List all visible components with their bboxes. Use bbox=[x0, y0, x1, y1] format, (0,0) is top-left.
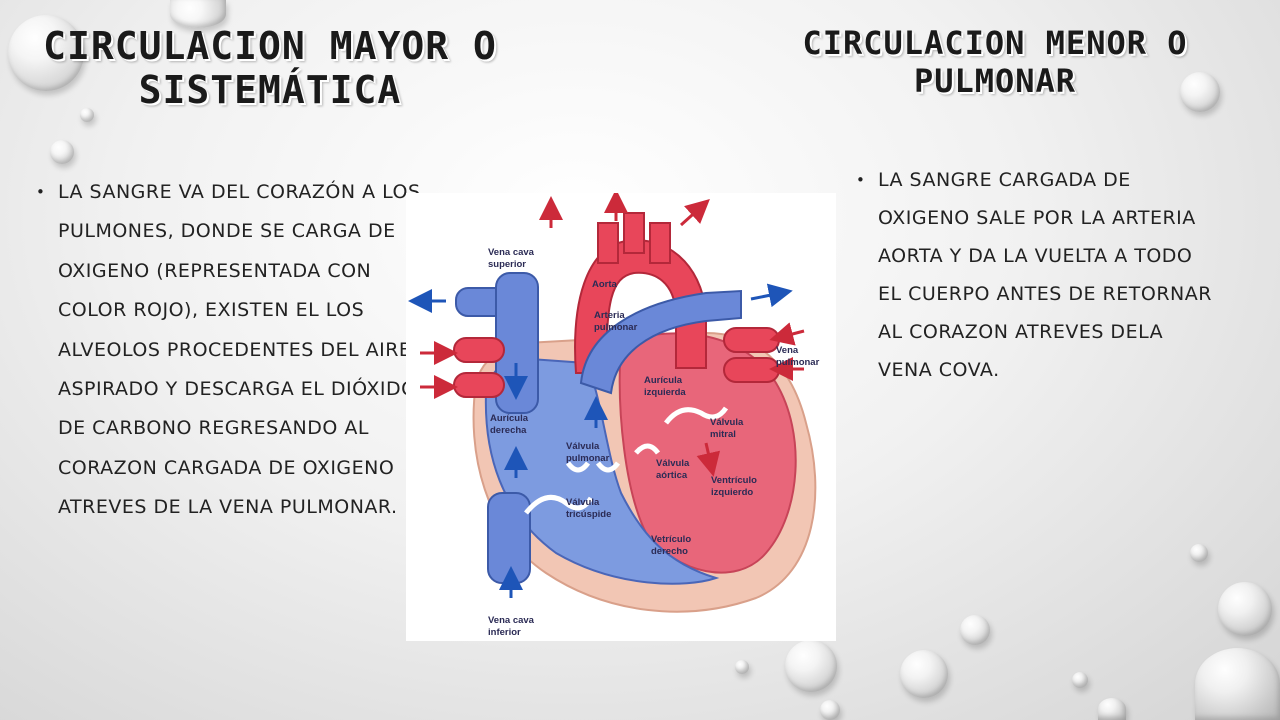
label-arteria-pulmonar: Arteria bbox=[594, 310, 625, 321]
water-drop-decoration bbox=[900, 650, 948, 698]
water-drop-decoration bbox=[1218, 582, 1272, 636]
water-drop-decoration bbox=[735, 660, 749, 674]
title-circulacion-menor: CIRCULACION MENOR O PULMONAR bbox=[802, 24, 1188, 100]
label-auricula-izquierda: Aurícula bbox=[644, 375, 683, 386]
label-valvula-mitral: mitral bbox=[710, 429, 736, 440]
water-drop-decoration bbox=[960, 615, 990, 645]
valve-tricuspide bbox=[524, 494, 594, 515]
label-valvula-aortica: aórtica bbox=[656, 470, 688, 481]
label-valvula-mitral: Válvula bbox=[710, 417, 744, 428]
aorta-branch bbox=[649, 222, 671, 264]
arrow-icon bbox=[769, 322, 805, 346]
water-drop-decoration bbox=[785, 640, 837, 692]
water-drop-decoration bbox=[50, 140, 74, 164]
bullet-text-circulacion-menor: • LA SANGRE CARGADA DE OXIGENO SALE POR … bbox=[856, 161, 1218, 389]
arrow-icon bbox=[696, 442, 721, 477]
label-arteria-pulmonar: pulmonar bbox=[594, 322, 638, 333]
label-auricula-izquierda: izquierda bbox=[644, 387, 686, 398]
heart-diagram-svg: Vena cava superior Aorta Arteria pulmona… bbox=[408, 193, 820, 638]
heart-diagram: Vena cava superior Aorta Arteria pulmona… bbox=[406, 193, 836, 641]
pulmonary-vein-left bbox=[453, 372, 505, 398]
label-auricula-derecha: Aurícula bbox=[490, 413, 529, 424]
label-vena-cava-inferior: inferior bbox=[488, 627, 521, 638]
label-ventriculo-derecho: Vetrículo bbox=[651, 534, 691, 545]
pulmonary-vein-left bbox=[453, 337, 505, 363]
valve-pulmonar bbox=[565, 461, 621, 473]
arrow-icon bbox=[750, 283, 793, 308]
pulmonary-vein-right bbox=[723, 357, 780, 383]
bullet-icon: • bbox=[856, 171, 866, 189]
water-drop-decoration bbox=[1190, 544, 1208, 562]
bullet-icon: • bbox=[36, 183, 46, 201]
valve-mitral bbox=[664, 406, 729, 425]
valve-aortica bbox=[634, 443, 661, 455]
pulmonary-artery bbox=[579, 289, 742, 395]
label-ventriculo-izquierdo: Ventrículo bbox=[711, 475, 757, 486]
label-valvula-aortica: Válvula bbox=[656, 458, 690, 469]
label-valvula-tricuspide: Válvula bbox=[566, 497, 600, 508]
aorta-branch bbox=[623, 212, 645, 254]
water-drop-decoration bbox=[170, 0, 226, 28]
bullet-text-circulacion-mayor: • LA SANGRE VA DEL CORAZÓN A LOS PULMONE… bbox=[36, 173, 428, 528]
label-vena-cava-superior: superior bbox=[488, 259, 526, 270]
water-drop-decoration bbox=[820, 700, 840, 720]
label-ventriculo-derecho: derecho bbox=[651, 546, 688, 557]
label-auricula-derecha: derecha bbox=[490, 425, 527, 436]
label-valvula-pulmonar: Válvula bbox=[566, 441, 600, 452]
label-valvula-tricuspide: tricúspide bbox=[566, 509, 611, 520]
label-vena-pulmonar: Vena bbox=[776, 345, 799, 356]
arrow-icon bbox=[679, 198, 710, 227]
bullet-body-left: LA SANGRE VA DEL CORAZÓN A LOS PULMONES,… bbox=[58, 181, 421, 519]
water-drop-decoration bbox=[1098, 698, 1126, 720]
vena-cava-inferior bbox=[487, 492, 531, 584]
title-circulacion-mayor: CIRCULACION MAYOR O SISTEMÁTICA bbox=[43, 24, 497, 112]
water-drop-decoration bbox=[1195, 648, 1280, 720]
water-drop-decoration bbox=[1072, 672, 1088, 688]
water-drop-decoration bbox=[80, 108, 94, 122]
label-aorta: Aorta bbox=[592, 279, 618, 290]
label-ventriculo-izquierdo: izquierdo bbox=[711, 487, 753, 498]
label-vena-cava-superior: Vena cava bbox=[488, 247, 535, 258]
label-vena-cava-inferior: Vena cava bbox=[488, 615, 535, 626]
water-drop-decoration bbox=[1180, 72, 1220, 112]
pulmonary-vein-right bbox=[723, 327, 780, 353]
water-drop-decoration bbox=[8, 15, 84, 91]
aorta-branch bbox=[597, 222, 619, 264]
label-vena-pulmonar: pulmonar bbox=[776, 357, 820, 368]
label-valvula-pulmonar: pulmonar bbox=[566, 453, 610, 464]
bullet-body-right: LA SANGRE CARGADA DE OXIGENO SALE POR LA… bbox=[878, 169, 1212, 381]
